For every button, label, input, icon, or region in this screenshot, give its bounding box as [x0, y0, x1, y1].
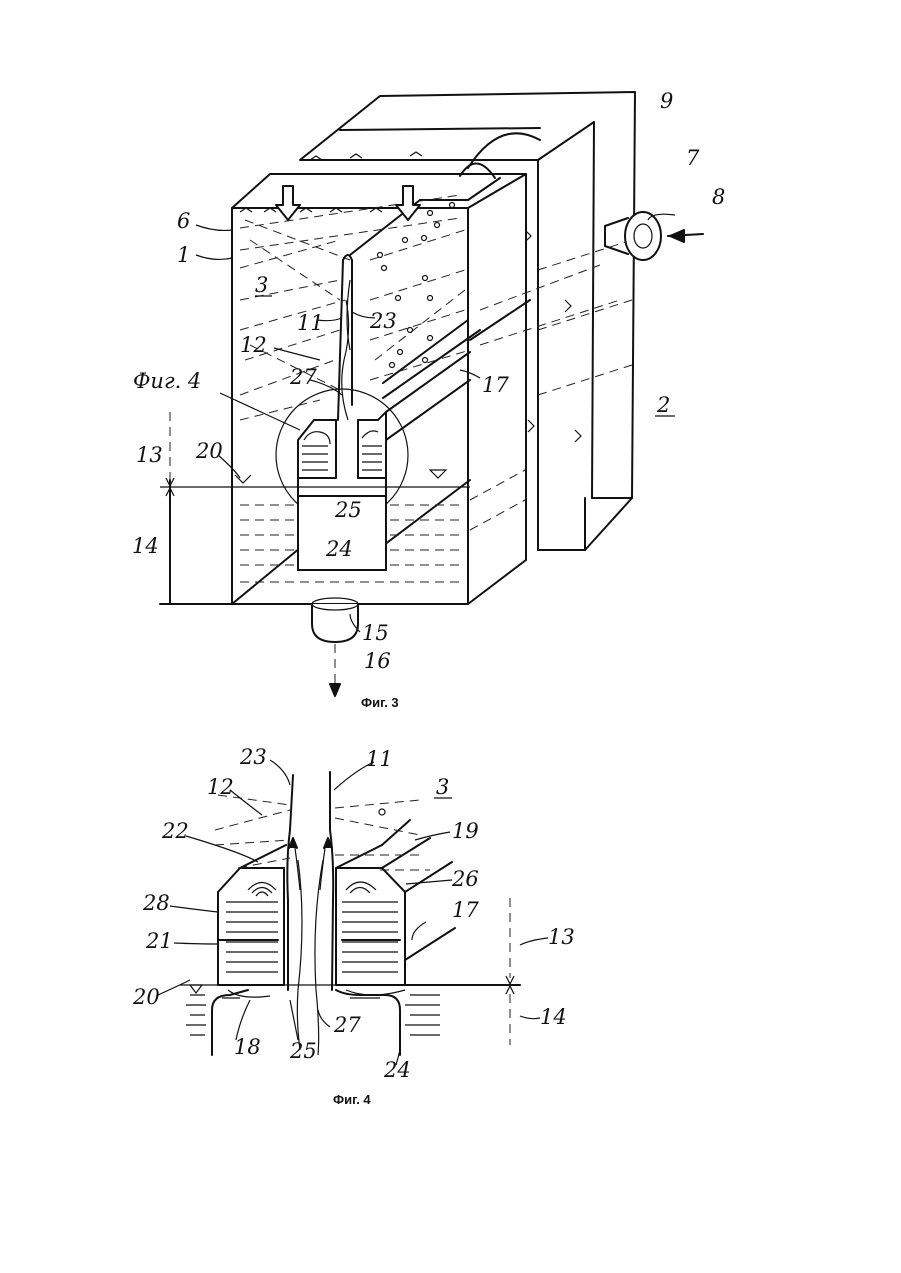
label-fig4-28: 28 [142, 891, 170, 915]
label-fig4-11: 11 [366, 747, 393, 771]
figure-3: 6 1 3 11 23 12 27 Фиг. 4 17 13 20 25 14 … [132, 89, 725, 710]
flow-arrows-fig4 [289, 838, 332, 1055]
label-fig3-24: 24 [325, 537, 353, 561]
label-fig3-13: 13 [136, 443, 163, 467]
label-fig3-7: 7 [686, 146, 700, 170]
label-fig3-20: 20 [195, 439, 223, 463]
label-fig3-15: 15 [362, 621, 389, 645]
label-fig3-23: 23 [369, 309, 397, 333]
label-fig4-24: 24 [383, 1058, 411, 1082]
label-fig3-3: 3 [255, 273, 268, 297]
label-fig4-23: 23 [239, 745, 267, 769]
caption-fig3: Фиг. 3 [361, 695, 399, 710]
label-fig4-25: 25 [289, 1039, 317, 1063]
label-fig4-22: 22 [161, 819, 189, 843]
label-fig3-8: 8 [712, 185, 725, 209]
figure-4: 23 11 12 3 19 22 26 28 17 13 21 20 14 27… [132, 745, 575, 1107]
label-fig4-3: 3 [436, 775, 449, 799]
left-separator-fig4 [218, 845, 286, 997]
label-fig4-18: 18 [234, 1035, 261, 1059]
label-fig3-2: 2 [656, 393, 670, 417]
label-fig3-1: 1 [177, 243, 190, 267]
label-fig3-12: 12 [240, 333, 267, 357]
label-fig4-26: 26 [451, 867, 479, 891]
label-fig3-17: 17 [482, 373, 509, 397]
label-fig3-11: 11 [297, 311, 324, 335]
channel-walls-fig4 [287, 772, 333, 990]
caption-fig4: Фиг. 4 [333, 1092, 371, 1107]
label-fig3-25: 25 [334, 498, 362, 522]
label-fig3-27: 27 [289, 365, 317, 389]
label-fig3-9: 9 [660, 89, 673, 113]
label-fig4-19: 19 [452, 819, 479, 843]
label-fig4-14: 14 [540, 1005, 567, 1029]
label-fig3-14: 14 [132, 534, 159, 558]
label-fig3-detail-ref: Фиг. 4 [133, 369, 201, 393]
label-fig4-27: 27 [333, 1013, 361, 1037]
label-fig4-13: 13 [548, 925, 575, 949]
label-fig4-17: 17 [452, 898, 479, 922]
label-fig3-6: 6 [177, 209, 190, 233]
label-fig4-12: 12 [207, 775, 234, 799]
outlet-15 [312, 598, 358, 696]
label-fig4-21: 21 [145, 929, 173, 953]
label-fig3-16: 16 [364, 649, 391, 673]
label-fig4-20: 20 [132, 985, 160, 1009]
right-separator-fig4 [336, 820, 455, 995]
